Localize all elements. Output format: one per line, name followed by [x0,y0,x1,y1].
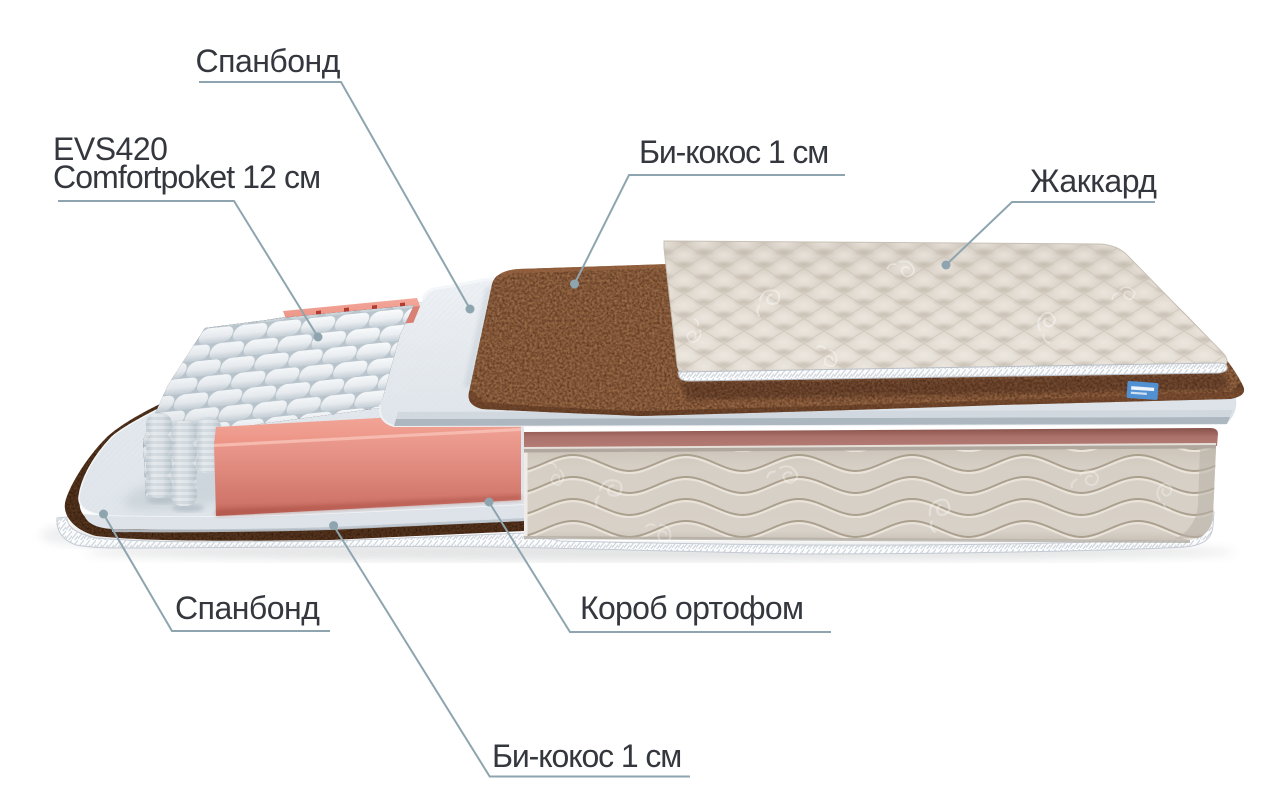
svg-text:Спанбонд: Спанбонд [175,590,320,626]
svg-text:EVS420: EVS420 [53,131,167,167]
svg-text:Comfortpoket 12 см: Comfortpoket 12 см [53,159,320,195]
svg-text:Би-кокос 1 см: Би-кокос 1 см [639,134,828,170]
svg-text:Спанбонд: Спанбонд [196,43,341,79]
svg-text:Короб ортофом: Короб ортофом [580,590,803,626]
svg-text:Би-кокос 1 см: Би-кокос 1 см [492,738,681,774]
svg-text:Жаккард: Жаккард [1030,163,1157,199]
